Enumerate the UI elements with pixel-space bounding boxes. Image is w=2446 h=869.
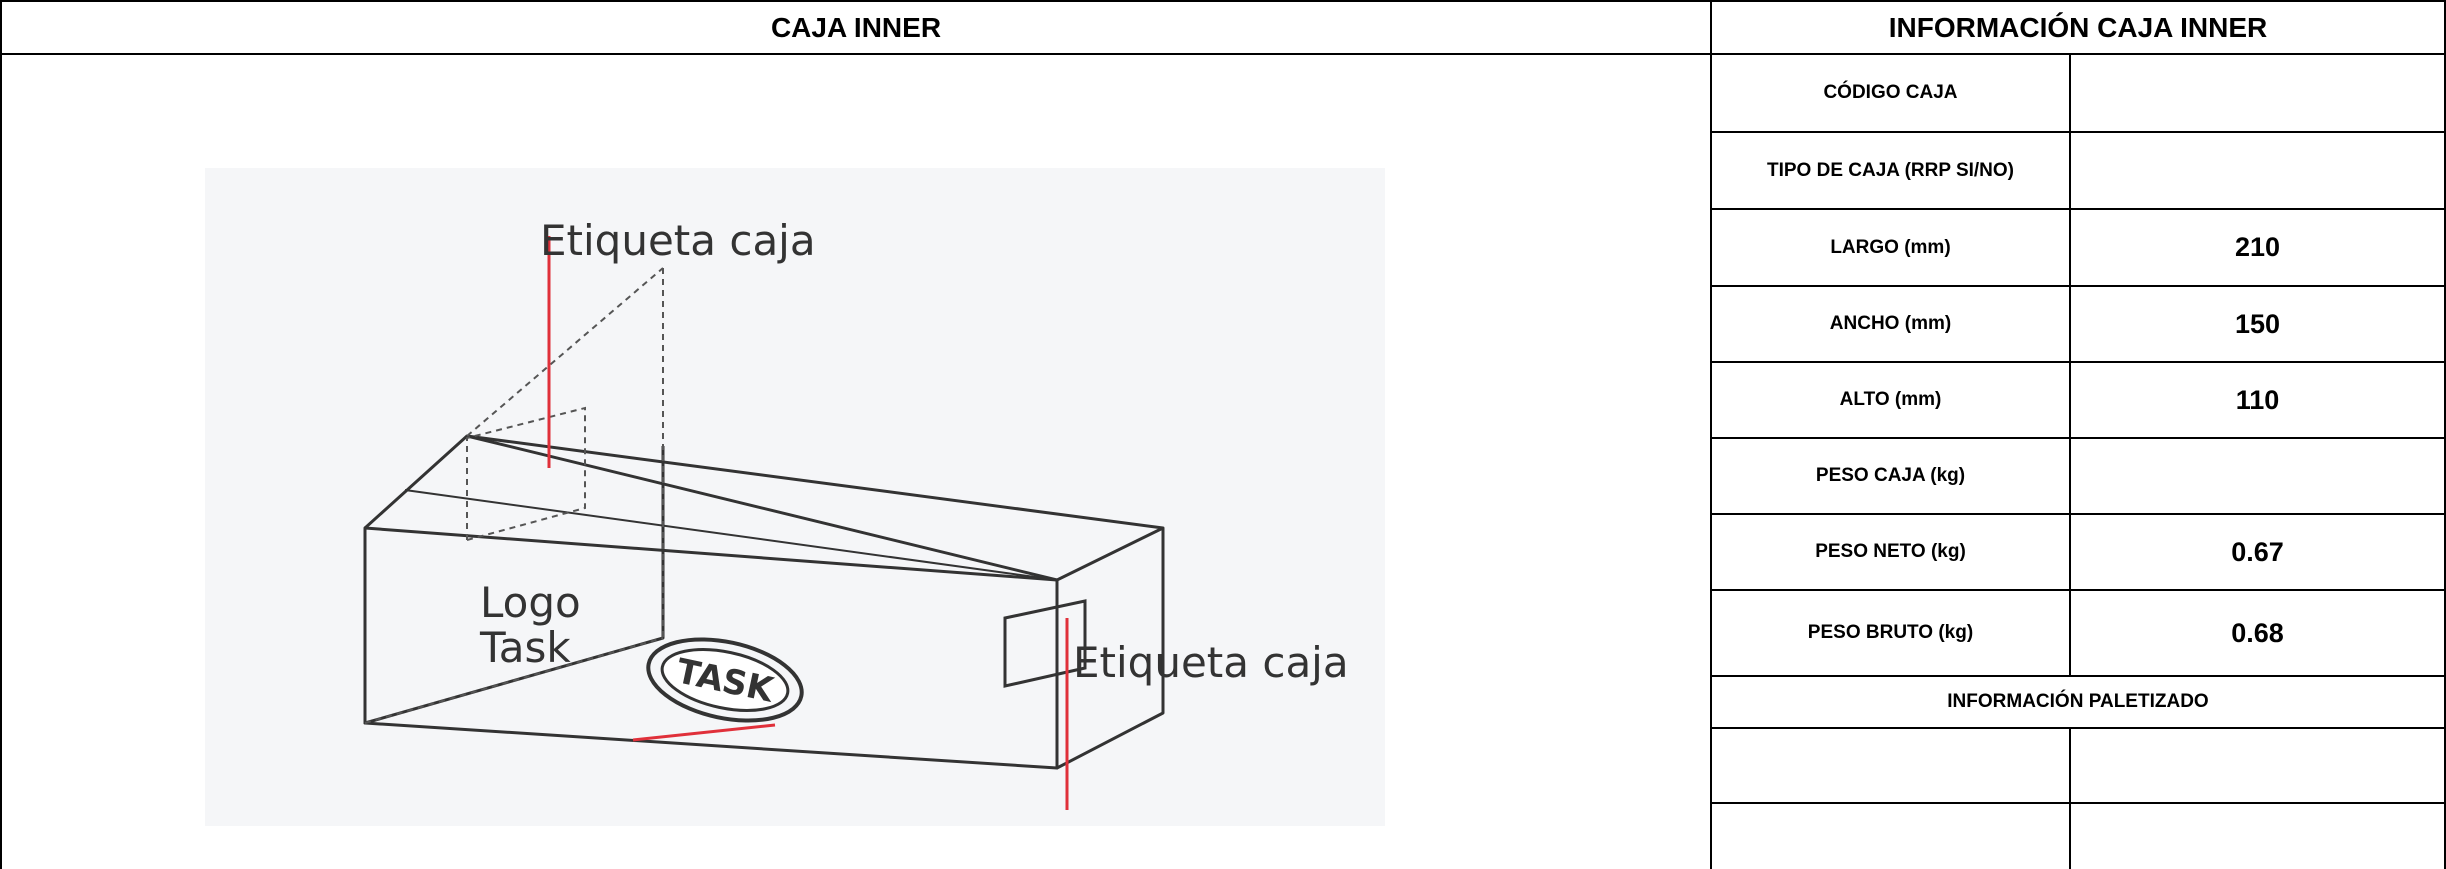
left-border	[0, 0, 2, 869]
row-value-peso-neto: 0.67	[2231, 536, 2284, 567]
panel-divider	[1710, 0, 1712, 869]
row-value-peso-caja	[2071, 439, 2444, 513]
row-label-ancho: ANCHO (mm)	[1829, 313, 1952, 334]
row-value-peso-bruto: 0.68	[2231, 617, 2284, 648]
row-value-alto: 110	[2235, 384, 2280, 415]
left-label-rect	[466, 406, 586, 542]
top-border	[0, 0, 2446, 2]
right-panel-header: INFORMACIÓN CAJA INNER	[1888, 11, 2268, 43]
box-drawing: TASK	[363, 236, 1165, 810]
row-line	[1710, 208, 2446, 210]
box-illustration: TASK Etiqueta caja Etiqueta caja Logo Ta…	[205, 168, 1385, 826]
row-label-alto: ALTO (mm)	[1839, 389, 1942, 410]
logo-oval-outer	[646, 637, 804, 723]
row-line	[1710, 727, 2446, 729]
row-line	[1710, 802, 2446, 804]
end-label-rect	[1003, 599, 1087, 688]
right-border	[2444, 0, 2446, 869]
palletizing-title: INFORMACIÓN PALETIZADO	[1947, 691, 2209, 712]
box-end-face	[1055, 526, 1165, 770]
left-panel-header: CAJA INNER	[770, 11, 942, 43]
row-line	[1710, 437, 2446, 439]
box-top-diagonal	[466, 434, 1058, 582]
row-label-peso-caja: PESO CAJA (kg)	[1815, 465, 1966, 486]
hidden-edge-back	[466, 267, 664, 437]
row-line	[1710, 131, 2446, 133]
callout-line-logo	[632, 723, 776, 742]
row-line	[1710, 513, 2446, 515]
row-label-peso-bruto: PESO BRUTO (kg)	[1807, 622, 1974, 643]
row-line	[1710, 589, 2446, 591]
box-top-edges	[363, 434, 1164, 530]
row-line	[1710, 285, 2446, 287]
row-value-codigo-caja	[2071, 55, 2444, 131]
hidden-edge-bottom	[364, 637, 664, 724]
callout-label-top: Etiqueta caja	[540, 216, 816, 265]
row-line	[1710, 361, 2446, 363]
row-value-tipo-caja	[2071, 133, 2444, 208]
logo-oval-inner	[660, 648, 790, 712]
header-bottom-border	[0, 53, 2446, 55]
callout-logo-line2: Task	[480, 623, 571, 672]
row-line	[1710, 675, 2446, 677]
row-label-tipo-caja: TIPO DE CAJA (RRP SI/NO)	[1766, 159, 2015, 181]
row-label-peso-neto: PESO NETO (kg)	[1815, 541, 1966, 562]
column-divider-upper	[2069, 53, 2071, 677]
box-inner-top-edge	[404, 489, 1058, 581]
row-value-ancho: 150	[2234, 308, 2281, 339]
row-label-codigo-caja: CÓDIGO CAJA	[1823, 82, 1958, 103]
row-value-largo: 210	[2234, 232, 2281, 262]
row-label-largo: LARGO (mm)	[1830, 236, 1951, 258]
column-divider-lower	[2069, 728, 2071, 869]
callout-logo-line1: Logo	[480, 578, 581, 627]
callout-label-right: Etiqueta caja	[1073, 638, 1349, 687]
